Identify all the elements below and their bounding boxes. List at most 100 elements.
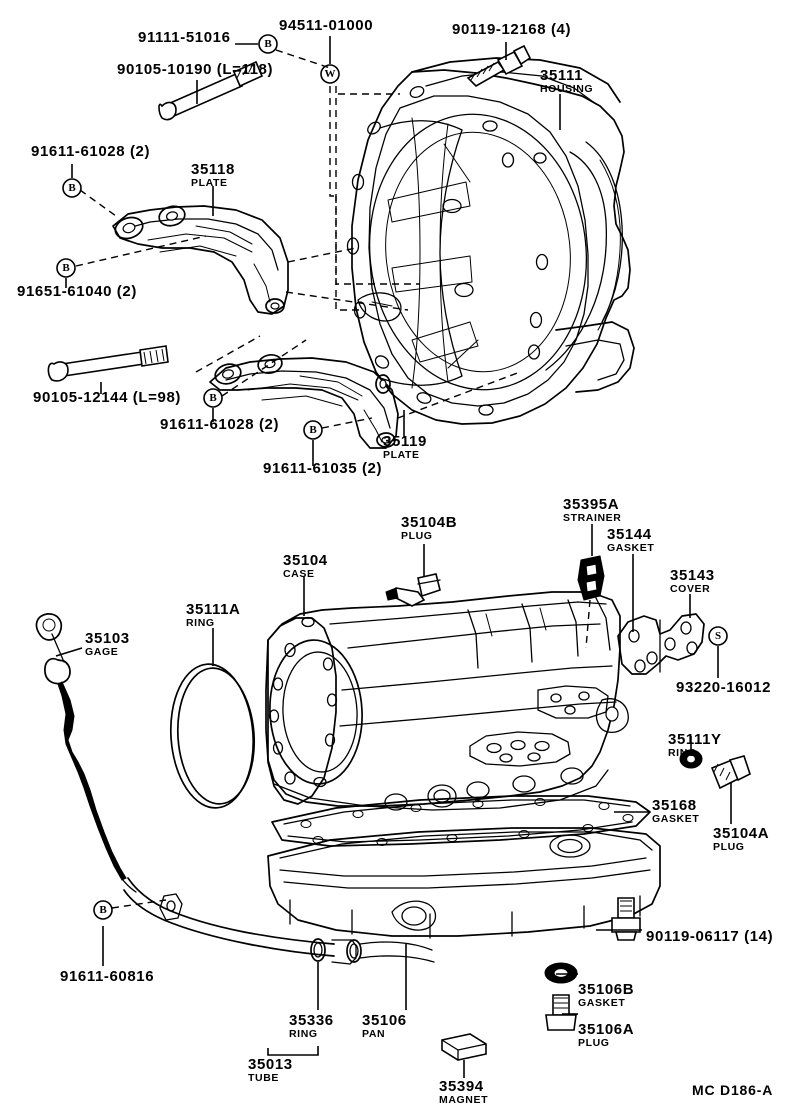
label-91611-60816: 91611-60816 bbox=[60, 969, 154, 984]
label-35111A-ring: 35111A RING bbox=[186, 602, 241, 629]
part-number: 90105-12144 (L=98) bbox=[33, 389, 181, 406]
part-number: 35104A bbox=[713, 825, 770, 842]
ring-35111A-art bbox=[169, 663, 256, 809]
drain-plug-art bbox=[544, 962, 578, 1031]
sheet-code-watermark: MC D186-A bbox=[692, 1082, 774, 1098]
label-91611-61028-upper: 91611-61028 (2) bbox=[31, 144, 150, 159]
part-name: PLUG bbox=[401, 530, 433, 542]
part-name: RING bbox=[668, 747, 697, 759]
svg-text:B: B bbox=[209, 392, 217, 404]
plate-35118-art bbox=[112, 205, 289, 315]
part-number: 35013 bbox=[248, 1056, 293, 1073]
label-91611-61035: 91611-61035 (2) bbox=[263, 461, 382, 476]
part-name: HOUSING bbox=[540, 83, 594, 95]
part-number: 35118 bbox=[191, 161, 235, 178]
part-number: 90119-06117 (14) bbox=[646, 928, 774, 945]
bolt-90105-12144-art bbox=[47, 345, 169, 382]
part-number: 35106 bbox=[362, 1012, 407, 1029]
part-name: GAGE bbox=[85, 646, 119, 658]
label-35336-ring: 35336 RING bbox=[289, 1013, 334, 1040]
part-number: 91651-61040 (2) bbox=[17, 283, 137, 300]
part-number: 35104B bbox=[401, 514, 458, 531]
label-35143-cover: 35143 COVER bbox=[670, 568, 715, 595]
tube-35013-art bbox=[123, 877, 435, 965]
part-name: PLATE bbox=[383, 449, 420, 461]
gasket-cover-art bbox=[617, 613, 705, 675]
bolt-90119-12168-art bbox=[466, 44, 532, 87]
label-35104A-plug: 35104A PLUG bbox=[713, 826, 769, 853]
label-91651-61040: 91651-61040 (2) bbox=[17, 284, 137, 299]
part-name: GASKET bbox=[652, 813, 700, 825]
label-91111-51016: 91111-51016 bbox=[138, 30, 231, 45]
plate-35119-art bbox=[209, 353, 399, 449]
label-35395A-strainer: 35395A STRAINER bbox=[563, 497, 621, 524]
part-number: 35119 bbox=[383, 433, 427, 450]
label-90105-10190: 90105-10190 (L=118) bbox=[117, 62, 273, 77]
label-35118-plate: 35118 PLATE bbox=[191, 162, 235, 189]
marker-circles-lower: S B bbox=[93, 626, 728, 920]
pan-35106-art bbox=[267, 827, 661, 939]
part-name: PLUG bbox=[713, 841, 745, 853]
svg-text:B: B bbox=[309, 424, 317, 436]
part-number: 35106B bbox=[578, 981, 635, 998]
part-name: RING bbox=[289, 1028, 318, 1040]
gasket-35168-art bbox=[271, 795, 651, 847]
label-90119-12168: 90119-12168 (4) bbox=[452, 22, 571, 37]
label-94511-01000: 94511-01000 bbox=[279, 18, 373, 33]
svg-text:B: B bbox=[99, 904, 107, 916]
label-91611-61028-lower: 91611-61028 (2) bbox=[160, 417, 279, 432]
part-name: MAGNET bbox=[439, 1094, 489, 1106]
label-90119-06117: 90119-06117 (14) bbox=[646, 929, 773, 944]
part-name: GASKET bbox=[607, 542, 655, 554]
part-number: 91111-51016 bbox=[138, 29, 231, 46]
bolt-90119-06117-art bbox=[611, 897, 641, 941]
label-93220-16012: 93220-16012 bbox=[676, 680, 771, 695]
bell-housing-group bbox=[346, 57, 635, 425]
part-number: 35395A bbox=[563, 496, 620, 513]
part-number: 91611-61028 (2) bbox=[31, 143, 151, 160]
part-name: TUBE bbox=[248, 1072, 279, 1084]
part-number: 35143 bbox=[670, 567, 715, 584]
part-name: GASKET bbox=[578, 997, 626, 1009]
part-number: 35104 bbox=[283, 552, 328, 569]
label-35106A-plug: 35106A PLUG bbox=[578, 1022, 634, 1049]
part-number: 35111 bbox=[540, 67, 584, 84]
svg-text:B: B bbox=[62, 262, 70, 274]
part-number: 90119-12168 (4) bbox=[452, 21, 572, 38]
label-35104-case: 35104 CASE bbox=[283, 553, 328, 580]
part-number: 35394 bbox=[439, 1078, 484, 1095]
svg-text:B: B bbox=[68, 182, 76, 194]
label-90105-12144: 90105-12144 (L=98) bbox=[33, 390, 181, 405]
part-number: 94511-01000 bbox=[279, 17, 374, 34]
part-name: PAN bbox=[362, 1028, 386, 1040]
part-name: PLUG bbox=[578, 1037, 610, 1049]
magnet-35394-art bbox=[441, 1033, 487, 1061]
part-name: STRAINER bbox=[563, 512, 622, 524]
part-number: 35336 bbox=[289, 1012, 334, 1029]
label-35106-pan: 35106 PAN bbox=[362, 1013, 407, 1040]
label-35106B-gasket: 35106B GASKET bbox=[578, 982, 634, 1009]
svg-text:S: S bbox=[715, 630, 721, 642]
part-number: 35111A bbox=[186, 601, 241, 618]
label-35119-plate: 35119 PLATE bbox=[383, 434, 427, 461]
part-number: 91611-61035 (2) bbox=[263, 460, 383, 477]
label-35394-magnet: 35394 MAGNET bbox=[439, 1079, 488, 1106]
part-number: 93220-16012 bbox=[676, 679, 772, 696]
transmission-case-group bbox=[265, 591, 629, 811]
part-number: 35168 bbox=[652, 797, 697, 814]
part-name: COVER bbox=[670, 583, 711, 595]
part-name: CASE bbox=[283, 568, 315, 580]
strainer-35395A-art bbox=[577, 555, 605, 601]
label-35168-gasket: 35168 GASKET bbox=[652, 798, 699, 825]
part-number: 35111Y bbox=[668, 731, 722, 748]
plug-35104A-art bbox=[710, 755, 751, 790]
svg-text:B: B bbox=[264, 38, 272, 50]
part-number: 35106A bbox=[578, 1021, 635, 1038]
part-number: 91611-61028 (2) bbox=[160, 416, 280, 433]
part-name: PLATE bbox=[191, 177, 228, 189]
label-35111-housing: 35111 HOUSING bbox=[540, 68, 593, 95]
svg-text:W: W bbox=[325, 68, 336, 80]
label-35111Y-ring: 35111Y RING bbox=[668, 732, 722, 759]
label-35144-gasket: 35144 GASKET bbox=[607, 527, 654, 554]
